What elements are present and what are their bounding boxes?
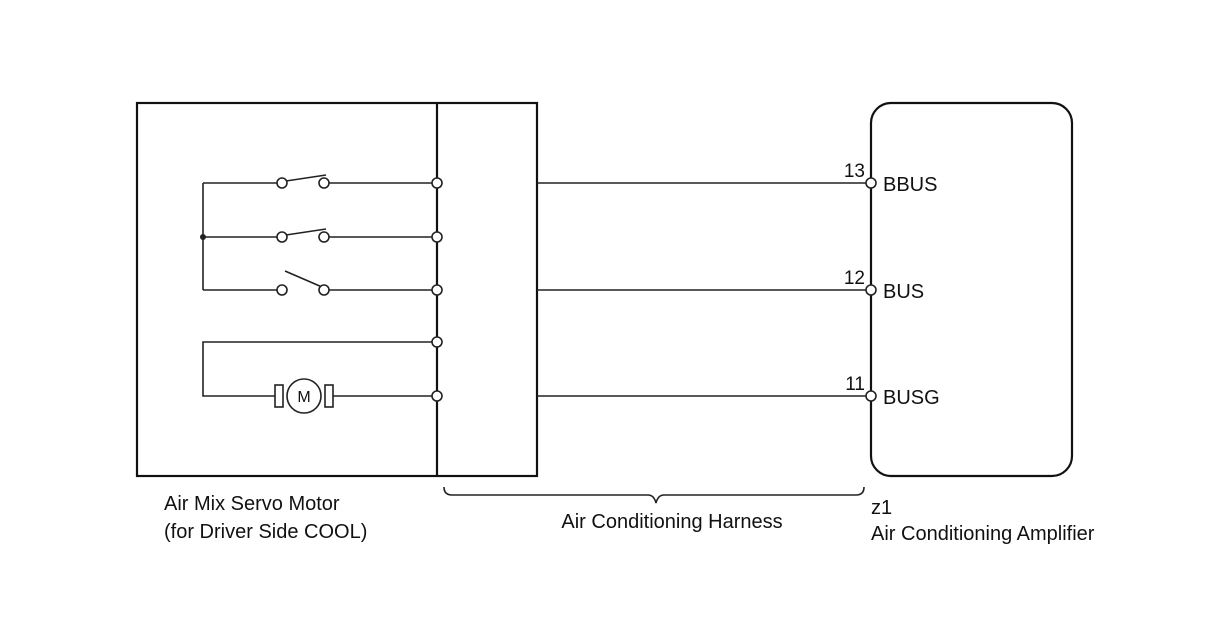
harness-wires [537, 182, 866, 397]
switch-2-blade [285, 228, 327, 236]
amplifier-terminal [865, 177, 877, 189]
servo-terminal [431, 231, 443, 243]
servo-connector-terminals [431, 177, 443, 402]
amplifier-pin-12: 12 BUS [844, 268, 924, 303]
amplifier-name: Air Conditioning Amplifier [871, 523, 1095, 545]
pin-name: BBUS [883, 174, 937, 196]
pin-number: 13 [844, 161, 865, 182]
amplifier-terminal [865, 284, 877, 296]
servo-terminal [431, 177, 443, 189]
pin-name: BUSG [883, 387, 940, 409]
switch-contact [276, 284, 288, 296]
position-switch-circuit [200, 174, 432, 296]
pin-number: 11 [845, 374, 865, 395]
pin-number: 12 [844, 268, 865, 289]
servo-terminal [431, 284, 443, 296]
motor-symbol-label: M [297, 389, 310, 406]
switch-contact [318, 177, 330, 189]
switch-contact [276, 231, 288, 243]
switch-contact [318, 284, 330, 296]
servo-terminal [431, 336, 443, 348]
motor-icon [286, 378, 322, 414]
amplifier-terminal [865, 390, 877, 402]
servo-motor-name: Air Mix Servo Motor [164, 493, 340, 515]
servo-motor-subtitle: (for Driver Side COOL) [164, 521, 367, 543]
motor-brush-left [274, 384, 284, 408]
harness-bracket [443, 486, 865, 504]
switch-contact [318, 231, 330, 243]
switch-3-blade [284, 270, 323, 288]
switch-1-blade [285, 174, 327, 182]
servo-terminal [431, 390, 443, 402]
harness-label: Air Conditioning Harness [561, 511, 782, 533]
motor-circuit: M [202, 341, 432, 414]
amplifier-pin-11: 11 BUSG [845, 374, 939, 409]
motor-brush-right [324, 384, 334, 408]
amplifier-code: z1 [871, 497, 892, 519]
amplifier-pin-13: 13 BBUS [844, 161, 938, 196]
pin-name: BUS [883, 281, 924, 303]
switch-contact [276, 177, 288, 189]
